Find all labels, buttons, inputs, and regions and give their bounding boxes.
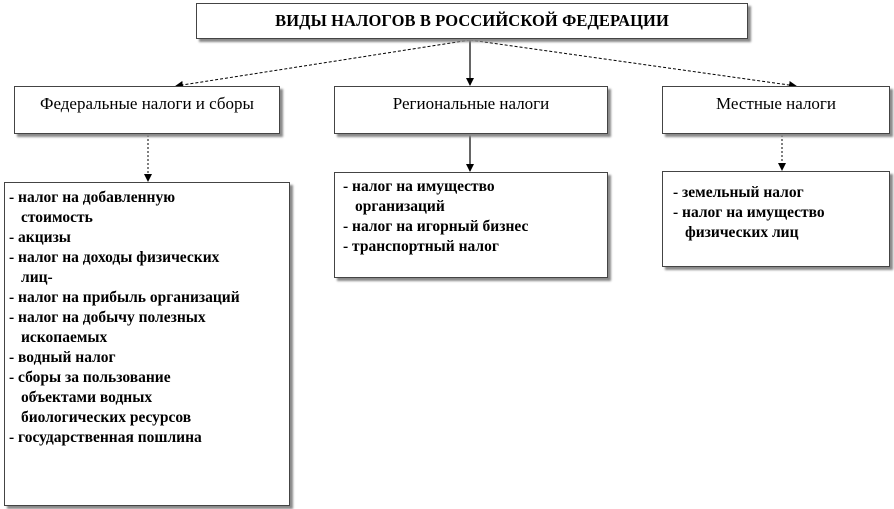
list-item-line: - сборы за пользование — [9, 369, 171, 386]
arrow-title-to-local — [469, 39, 797, 89]
list-item-line: объектами водных — [21, 389, 153, 406]
list-item-line: - налог на игорный бизнес — [343, 218, 529, 235]
list-item: - налог на прибыль организаций — [9, 288, 285, 308]
list-item: - водный налог — [9, 348, 285, 368]
list-item-line: физических лиц — [685, 224, 799, 241]
list-item: - налог на доходы физических лиц- — [9, 248, 285, 288]
category-local: Местные налоги — [662, 86, 890, 134]
list-item-line: - государственная пошлина — [9, 429, 202, 446]
list-item-line: - транспортный налог — [343, 238, 499, 255]
list-item: - налог на добавленную стоимость — [9, 188, 285, 228]
regional-tax-list: - налог на имущество организаций - налог… — [334, 172, 608, 278]
list-item-line: - водный налог — [9, 349, 116, 366]
list-item-line: - земельный налог — [673, 184, 804, 201]
category-regional: Региональные налоги — [334, 86, 608, 134]
list-item: - налог на имущество организаций — [343, 177, 603, 217]
list-item: - государственная пошлина — [9, 428, 285, 448]
list-item-line: - налог на добычу полезных — [9, 309, 206, 326]
list-item-line: биологических ресурсов — [21, 409, 192, 426]
list-item: - налог на игорный бизнес — [343, 217, 603, 237]
list-item-line: лиц- — [21, 269, 53, 286]
list-item: - земельный налог — [673, 183, 885, 203]
list-item-line: - налог на доходы физических — [9, 249, 220, 266]
list-item: - транспортный налог — [343, 237, 603, 257]
list-item: - акцизы — [9, 228, 285, 248]
diagram-title: ВИДЫ НАЛОГОВ В РОССИЙСКОЙ ФЕДЕРАЦИИ — [196, 3, 748, 39]
list-item-line: - налог на добавленную — [9, 189, 176, 206]
list-item-line: ископаемых — [21, 329, 108, 346]
list-item-line: - налог на имущество — [673, 204, 825, 221]
arrow-title-to-federal — [175, 39, 471, 89]
list-item-line: - акцизы — [9, 229, 71, 246]
list-item-line: стоимость — [21, 209, 93, 226]
local-tax-list: - земельный налог - налог на имущество ф… — [662, 171, 890, 267]
category-federal: Федеральные налоги и сборы — [14, 86, 280, 134]
list-item-line: - налог на прибыль организаций — [9, 289, 240, 306]
list-item: - сборы за пользование объектами водных … — [9, 368, 285, 428]
list-item-line: - налог на имущество — [343, 178, 495, 195]
list-item: - налог на добычу полезных ископаемых — [9, 308, 285, 348]
list-item: - налог на имущество физических лиц — [673, 203, 885, 243]
list-item-line: организаций — [355, 198, 445, 215]
federal-tax-list: - налог на добавленную стоимость - акциз… — [4, 182, 290, 506]
